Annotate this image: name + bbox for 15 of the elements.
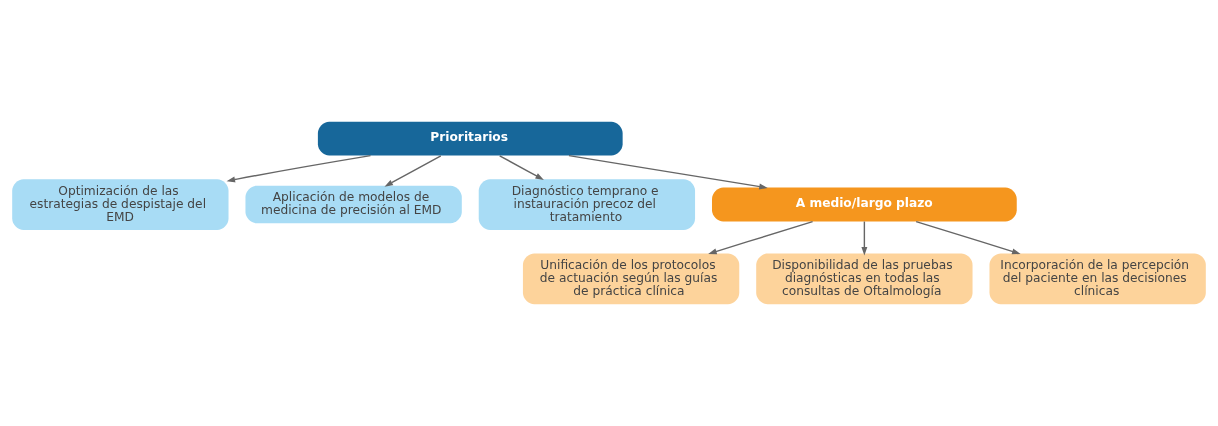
arrow bbox=[384, 155, 442, 187]
node-box: Disponibilidad de las pruebas diagnósticas en todas las consultas de Oftalmología bbox=[756, 253, 973, 305]
node-box: Diagnóstico temprano e instauración precoz del tratamiento bbox=[478, 179, 696, 230]
node-box: Optimización de las estrategias de despistaje del EMD bbox=[12, 179, 229, 230]
arrow bbox=[861, 220, 868, 256]
arrow bbox=[708, 220, 814, 255]
arrow bbox=[568, 154, 768, 190]
node-box: Aplicación de modelos de medicina de precisión al EMD bbox=[245, 185, 462, 224]
arrow bbox=[226, 154, 372, 183]
node-box: Prioritarios bbox=[317, 121, 623, 156]
node-box: Incorporación de la percepción del paciente en las decisiones clínicas bbox=[989, 253, 1206, 305]
node-box: A medio/largo plazo bbox=[712, 187, 1017, 222]
arrow bbox=[499, 155, 544, 180]
node-box: Unificación de los protocolos de actuación según las guías de práctica clínica bbox=[522, 253, 740, 305]
arrow bbox=[915, 220, 1021, 255]
